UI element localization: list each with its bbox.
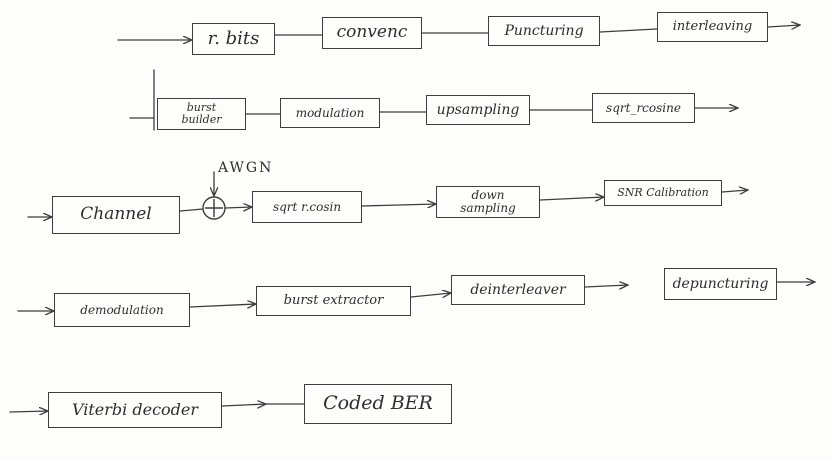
block-sqrt-rcosin: sqrt r.cosin	[252, 191, 362, 223]
block-deinterleaver-label: deinterleaver	[470, 281, 566, 298]
connector-channel-adder	[179, 208, 204, 212]
block-interleaving-label: interleaving	[672, 19, 753, 35]
block-channel-label: Channel	[80, 204, 152, 225]
block-coded-ber-label: Coded BER	[323, 392, 433, 415]
block-modulation-label: modulation	[295, 105, 365, 120]
block-upsampling-label: upsampling	[436, 101, 520, 118]
block-snr-calibration-label: SNR Calibration	[617, 186, 709, 200]
block-viterbi-decoder-label: Viterbi decoder	[71, 399, 199, 419]
connector-puncturing-interleaving	[599, 28, 658, 33]
arrow-demod-to-burst	[189, 304, 256, 307]
arrow-adder-to-sqrt	[224, 207, 252, 208]
block-sqrt-rcosine-label: sqrt_rcosine	[606, 100, 681, 115]
block-convenc-label: convenc	[336, 22, 408, 43]
block-puncturing-label: Puncturing	[504, 22, 584, 39]
block-down-sampling: down sampling	[436, 186, 540, 218]
block-r-bits-label: r. bits	[207, 27, 260, 49]
block-upsampling: upsampling	[426, 95, 530, 125]
block-channel: Channel	[52, 196, 180, 234]
block-demodulation-label: demodulation	[80, 302, 164, 317]
block-modulation: modulation	[280, 98, 380, 128]
block-demodulation: demodulation	[54, 293, 190, 327]
arrow-down-to-snr	[539, 197, 604, 200]
block-burst-builder-label: burst builder	[181, 101, 222, 126]
awgn-label: AWGN	[218, 160, 274, 176]
block-coded-ber: Coded BER	[304, 384, 452, 424]
block-burst-builder: burst builder	[157, 98, 246, 130]
block-convenc: convenc	[322, 17, 422, 49]
adder-symbol	[202, 196, 226, 220]
block-deinterleaver: deinterleaver	[451, 275, 585, 305]
arrow-sqrt-to-down	[361, 204, 436, 206]
arrow-deint-to-depunct	[584, 285, 628, 287]
block-sqrt-rcosine: sqrt_rcosine	[592, 93, 695, 123]
arrow-snr-out	[721, 190, 748, 192]
block-depuncturing-label: depuncturing	[672, 275, 769, 292]
block-depuncturing: depuncturing	[664, 268, 777, 300]
block-down-sampling-label: down sampling	[460, 188, 516, 215]
arrow-viterbi-to-ber	[221, 404, 266, 406]
arrow-burst-to-deint	[410, 293, 451, 297]
block-r-bits: r. bits	[192, 23, 275, 55]
block-burst-extractor-label: burst extractor	[283, 293, 384, 309]
block-interleaving: interleaving	[657, 12, 768, 42]
block-puncturing: Puncturing	[488, 16, 600, 46]
block-viterbi-decoder: Viterbi decoder	[48, 392, 222, 428]
block-sqrt-rcosin-label: sqrt r.cosin	[272, 199, 342, 214]
block-snr-calibration: SNR Calibration	[604, 180, 722, 206]
block-burst-extractor: burst extractor	[256, 286, 411, 316]
arrow-interleaving-out	[767, 25, 800, 27]
arrow-input-to-viterbi	[9, 411, 48, 412]
